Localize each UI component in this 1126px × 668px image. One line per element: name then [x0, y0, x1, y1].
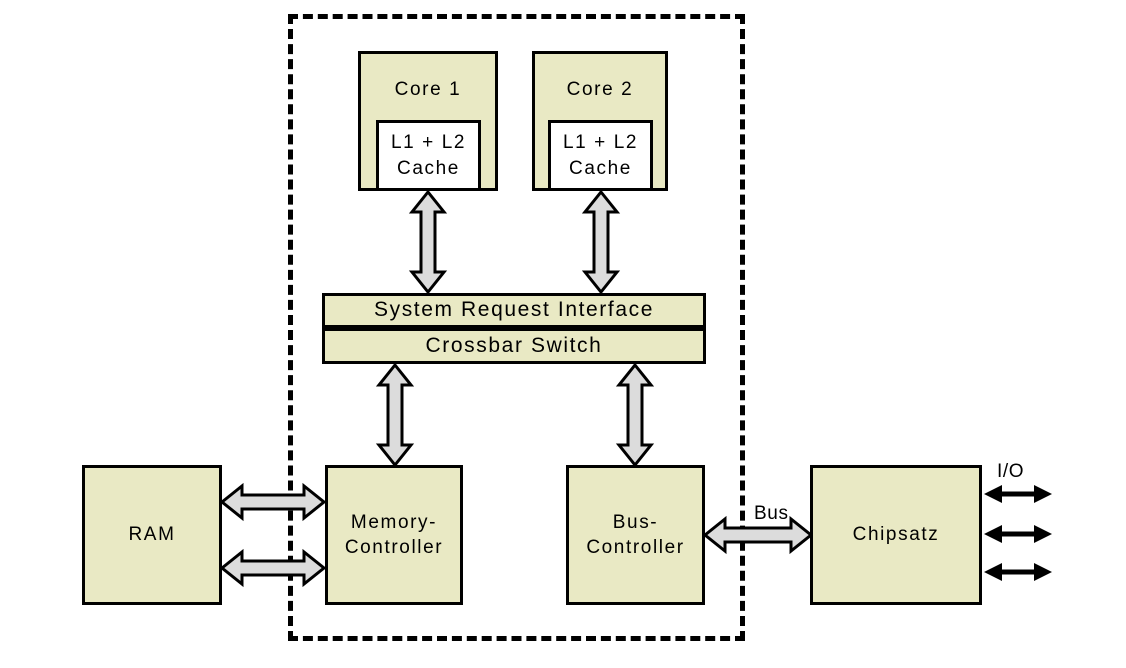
cpu-die-boundary	[288, 14, 745, 641]
block-memory-controller[interactable]: Memory- Controller	[325, 465, 463, 605]
cache-2-label: L1 + L2 Cache	[562, 132, 639, 179]
crossbar-switch-label: Crossbar Switch	[425, 333, 603, 357]
cache-1-label: L1 + L2 Cache	[390, 132, 467, 179]
io-arrow-1	[982, 481, 1054, 507]
block-system-request-interface[interactable]: System Request Interface	[322, 293, 706, 328]
system-request-interface-label: System Request Interface	[373, 298, 654, 322]
arrow-crossbar-to-memory-controller	[375, 362, 415, 468]
bus-label: Bus	[754, 503, 789, 524]
bus-controller-label: Bus- Controller	[586, 511, 685, 558]
arrow-cache1-to-system-request-interface	[408, 189, 448, 295]
block-ram[interactable]: RAM	[82, 465, 222, 605]
block-cache-2[interactable]: L1 + L2 Cache	[548, 120, 653, 191]
ram-label: RAM	[128, 524, 176, 546]
io-arrow-2	[982, 521, 1054, 547]
core-2-label: Core 2	[566, 79, 634, 100]
arrow-ram-to-memory-controller-channel-1	[219, 482, 327, 522]
chipset-label: Chipsatz	[852, 524, 940, 546]
memory-controller-label: Memory- Controller	[344, 511, 444, 558]
block-crossbar-switch[interactable]: Crossbar Switch	[322, 328, 706, 364]
io-arrow-3	[982, 559, 1054, 585]
block-cache-1[interactable]: L1 + L2 Cache	[376, 120, 481, 191]
arrow-cache2-to-system-request-interface	[581, 189, 621, 295]
block-bus-controller[interactable]: Bus- Controller	[566, 465, 705, 605]
arrow-crossbar-to-bus-controller	[615, 362, 655, 468]
core-1-label: Core 1	[394, 79, 462, 100]
arrow-ram-to-memory-controller-channel-2	[219, 548, 327, 588]
block-chipset[interactable]: Chipsatz	[810, 465, 982, 605]
io-label: I/O	[997, 461, 1025, 482]
